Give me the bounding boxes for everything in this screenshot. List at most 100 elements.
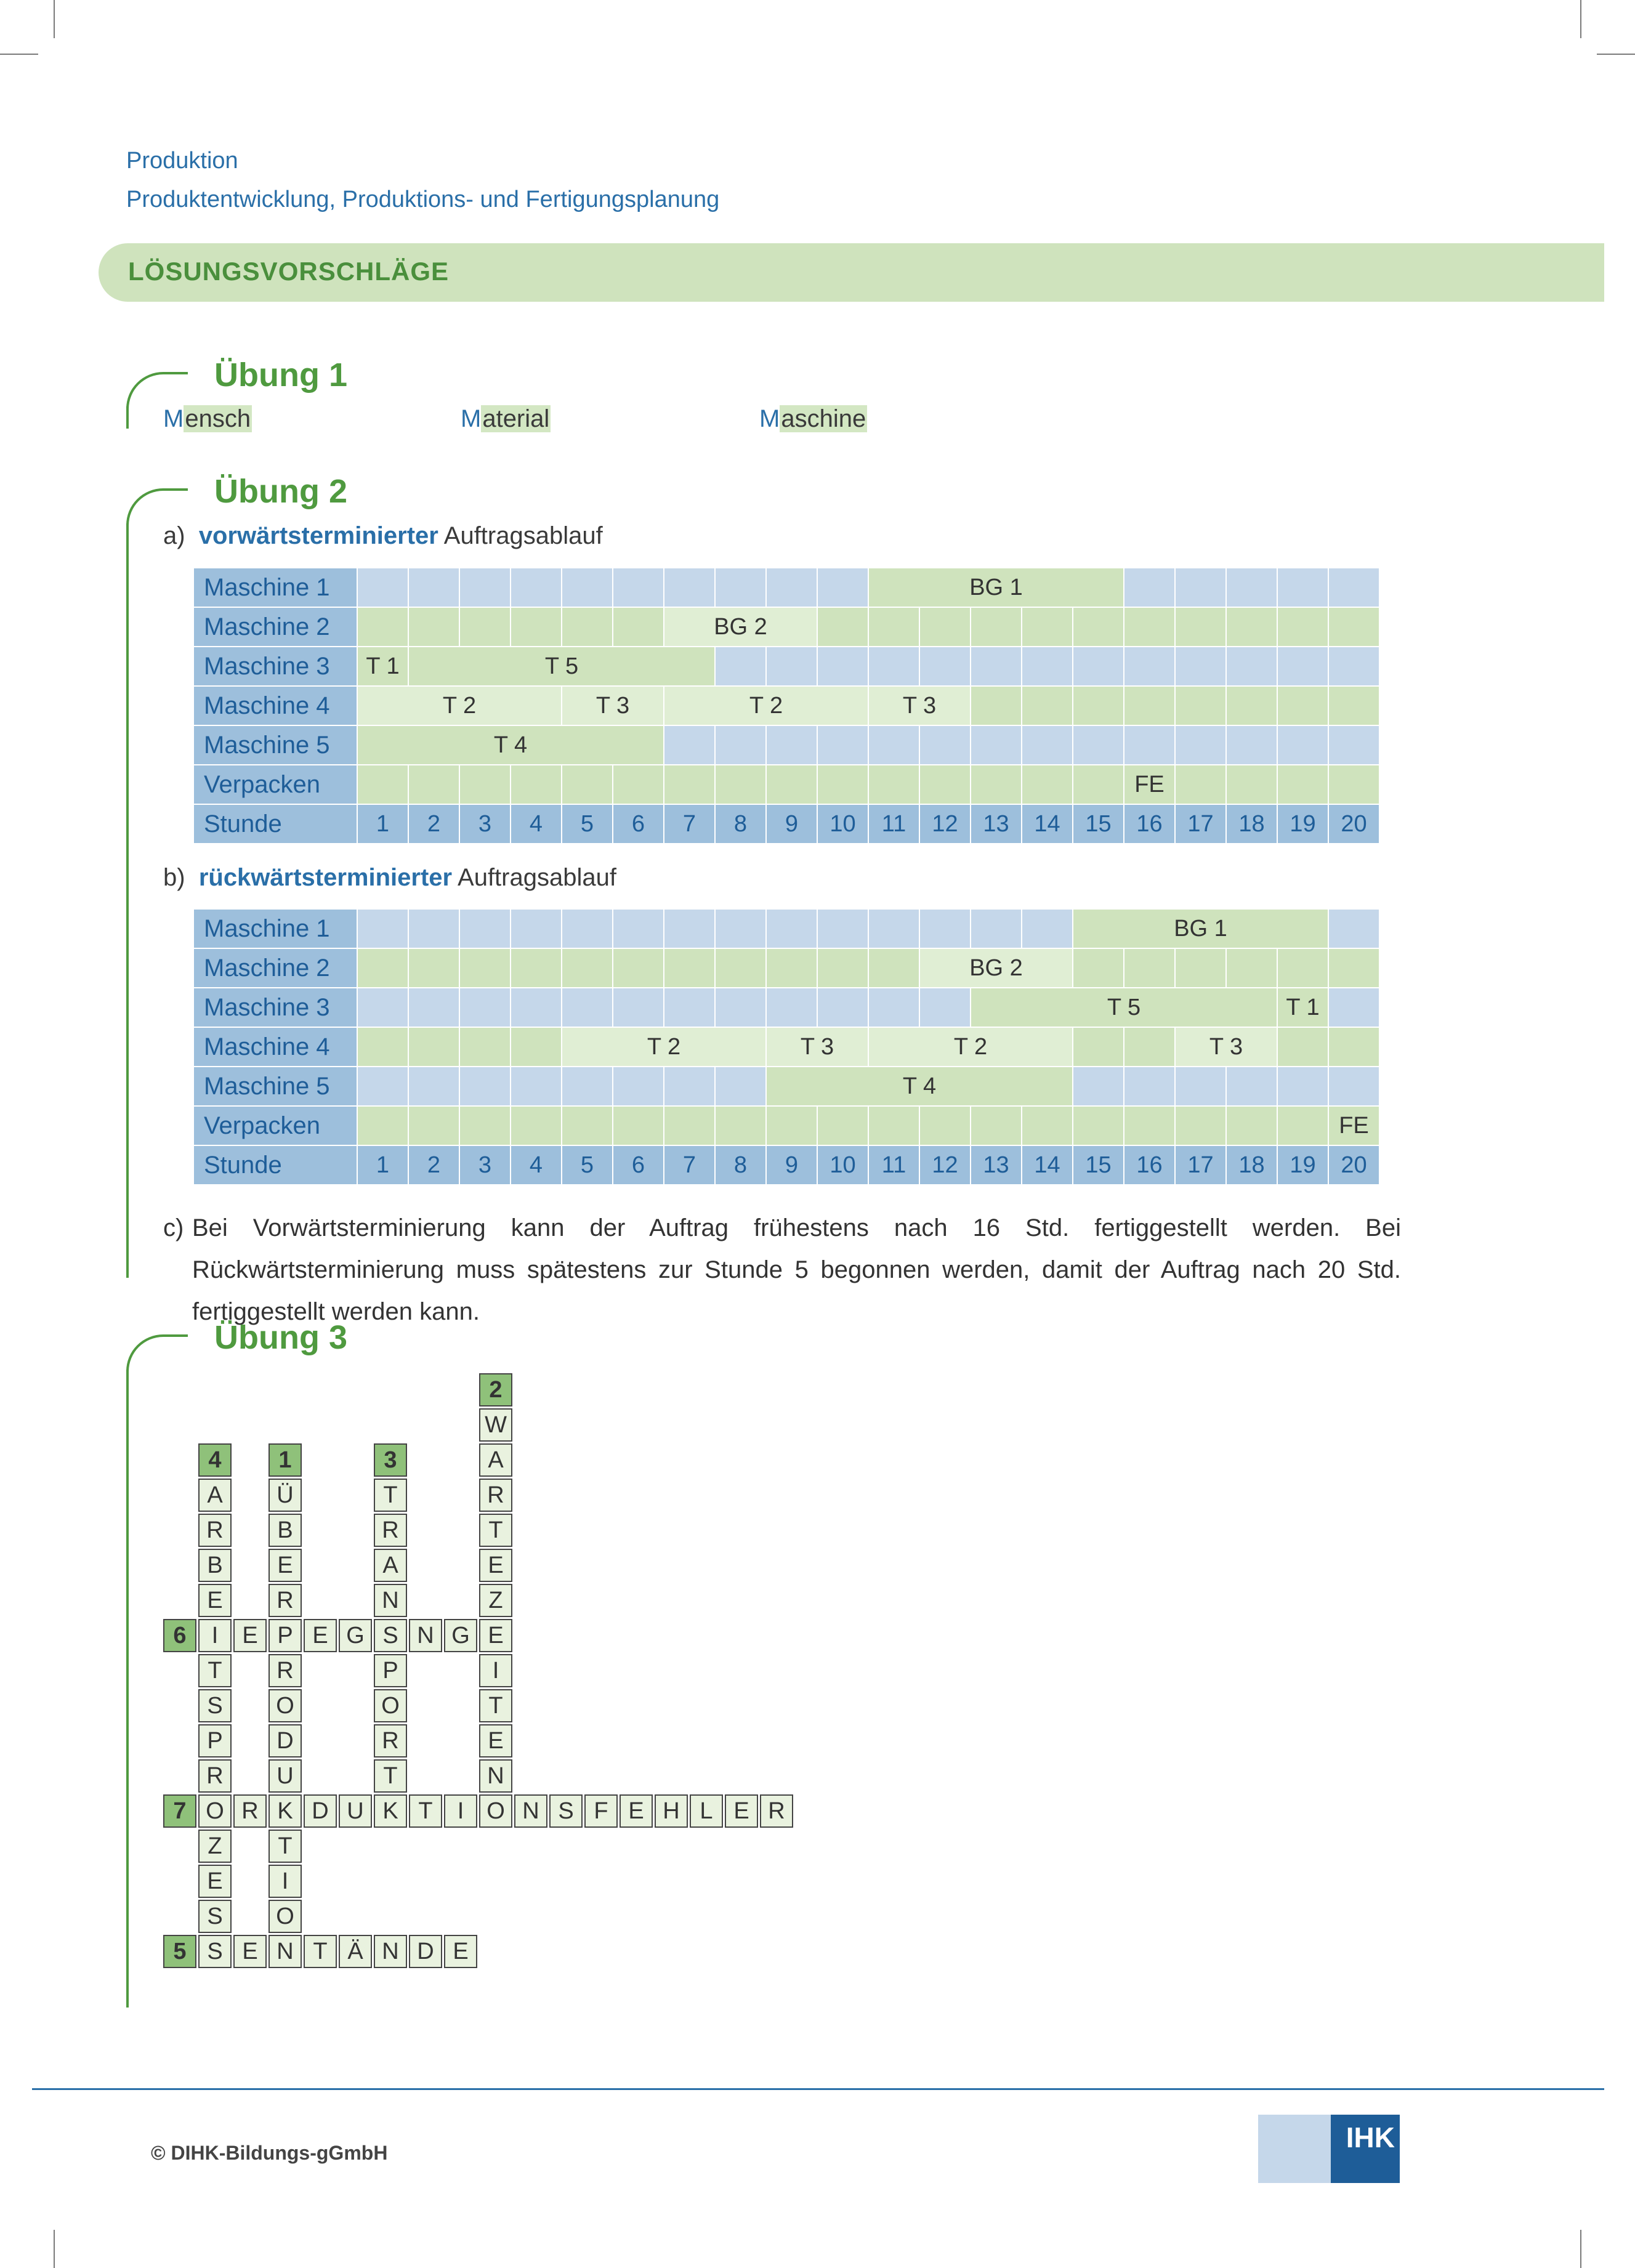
gantt-cell bbox=[1174, 948, 1227, 988]
gantt-cell bbox=[459, 987, 511, 1028]
hour-cell: 6 bbox=[612, 1145, 664, 1185]
gantt-cell bbox=[1123, 948, 1176, 988]
gantt-cell bbox=[919, 987, 971, 1028]
hour-cell: 16 bbox=[1123, 1145, 1176, 1185]
crossword-letter-cell: E bbox=[198, 1865, 232, 1898]
gantt-cell bbox=[1225, 607, 1278, 647]
gantt-cell bbox=[817, 646, 869, 687]
gantt-cell bbox=[868, 1105, 920, 1146]
gantt-cell bbox=[663, 948, 716, 988]
gantt-cell bbox=[510, 987, 562, 1028]
exercise-2-title: Übung 2 bbox=[214, 473, 347, 510]
gantt-cell bbox=[1021, 607, 1073, 647]
gantt-cell bbox=[1328, 725, 1380, 765]
hour-cell: 7 bbox=[663, 804, 716, 844]
gantt-cell bbox=[357, 948, 409, 988]
gantt-cell bbox=[1021, 764, 1073, 805]
gantt-cell bbox=[1225, 685, 1278, 726]
gantt-cell bbox=[1225, 948, 1278, 988]
gantt-cell bbox=[1021, 685, 1073, 726]
hour-cell: 5 bbox=[561, 1145, 613, 1185]
crossword-number-cell: 7 bbox=[163, 1794, 196, 1828]
gantt-bar: BG 2 bbox=[663, 607, 818, 647]
crossword-letter-cell: E bbox=[620, 1794, 653, 1828]
gantt-cell bbox=[919, 725, 971, 765]
crossword-letter-cell: Z bbox=[198, 1830, 232, 1863]
crossword-letter-cell: O bbox=[268, 1900, 302, 1933]
hour-cell: 4 bbox=[510, 804, 562, 844]
exercise-bracket-line bbox=[126, 523, 129, 1278]
row-label: Maschine 4 bbox=[193, 685, 358, 726]
gantt-cell bbox=[714, 646, 767, 687]
gantt-cell bbox=[357, 567, 409, 608]
gantt-cell bbox=[714, 567, 767, 608]
gantt-cell bbox=[970, 607, 1022, 647]
gantt-cell bbox=[714, 764, 767, 805]
crossword-letter-cell: E bbox=[444, 1935, 477, 1968]
gantt-cell bbox=[868, 987, 920, 1028]
crossword-number-cell: 5 bbox=[163, 1935, 196, 1968]
crossword-letter-cell: R bbox=[760, 1794, 793, 1828]
crossword-letter-cell: A bbox=[198, 1479, 232, 1512]
crossword-letter-cell: O bbox=[198, 1794, 232, 1828]
row-label: Maschine 3 bbox=[193, 987, 358, 1028]
gantt-cell bbox=[1328, 948, 1380, 988]
part-c-answer: c) Bei Vorwärtsterminierung kann der Auf… bbox=[163, 1207, 1401, 1333]
gantt-cell bbox=[970, 725, 1022, 765]
gantt-cell bbox=[868, 646, 920, 687]
crossword-letter-cell: R bbox=[268, 1584, 302, 1617]
gantt-cell bbox=[919, 1105, 971, 1146]
crossword-letter-cell: A bbox=[374, 1549, 407, 1582]
gantt-cell bbox=[919, 607, 971, 647]
crossword-letter-cell: K bbox=[268, 1794, 302, 1828]
gantt-bar: BG 1 bbox=[868, 567, 1124, 608]
gantt-cell bbox=[1225, 764, 1278, 805]
gantt-cell bbox=[1123, 646, 1176, 687]
gantt-bar: FE bbox=[1328, 1105, 1380, 1146]
part-c-label: c) bbox=[163, 1214, 184, 1241]
crossword-letter-cell: O bbox=[374, 1689, 407, 1722]
crossword-letter-cell: N bbox=[409, 1619, 442, 1652]
gantt-cell bbox=[1277, 1105, 1329, 1146]
crossword-number-cell: 4 bbox=[198, 1443, 232, 1477]
gantt-cell bbox=[714, 948, 767, 988]
crossword-letter-cell: S bbox=[198, 1900, 232, 1933]
gantt-cell bbox=[817, 764, 869, 805]
gantt-cell bbox=[510, 567, 562, 608]
crossword-letter-cell: B bbox=[198, 1549, 232, 1582]
crop-mark bbox=[1580, 2230, 1581, 2268]
crossword-letter-cell: F bbox=[584, 1794, 618, 1828]
gantt-cell bbox=[1328, 987, 1380, 1028]
crossword-letter-cell: U bbox=[339, 1794, 372, 1828]
keyword-mensch: Mensch bbox=[163, 405, 252, 432]
gantt-cell bbox=[765, 948, 818, 988]
header-subtitle: Produktentwicklung, Produktions- und Fer… bbox=[126, 187, 720, 212]
part-a-heading: a) vorwärtsterminierter Auftragsablauf bbox=[163, 522, 603, 549]
crossword-letter-cell: D bbox=[268, 1724, 302, 1757]
gantt-cell bbox=[408, 908, 460, 949]
gantt-cell bbox=[1021, 1105, 1073, 1146]
hour-cell: 12 bbox=[919, 1145, 971, 1185]
crossword-number-cell: 3 bbox=[374, 1443, 407, 1477]
gantt-cell bbox=[1328, 685, 1380, 726]
gantt-bar: T 4 bbox=[765, 1066, 1073, 1107]
gantt-cell bbox=[459, 908, 511, 949]
crossword-letter-cell: L bbox=[690, 1794, 723, 1828]
ihk-logo-mark bbox=[1331, 2115, 1400, 2183]
crossword-letter-cell: W bbox=[479, 1408, 512, 1442]
gantt-cell bbox=[1174, 646, 1227, 687]
keyword-maschine: Maschine bbox=[759, 405, 868, 432]
gantt-cell bbox=[1072, 685, 1124, 726]
gantt-cell bbox=[408, 764, 460, 805]
gantt-cell bbox=[357, 1066, 409, 1107]
row-label: Stunde bbox=[193, 1145, 358, 1185]
crossword-letter-cell: K bbox=[374, 1794, 407, 1828]
gantt-cell bbox=[1225, 725, 1278, 765]
gantt-cell bbox=[970, 908, 1022, 949]
gantt-cell bbox=[663, 725, 716, 765]
hour-cell: 19 bbox=[1277, 1145, 1329, 1185]
crossword-letter-cell: E bbox=[479, 1549, 512, 1582]
